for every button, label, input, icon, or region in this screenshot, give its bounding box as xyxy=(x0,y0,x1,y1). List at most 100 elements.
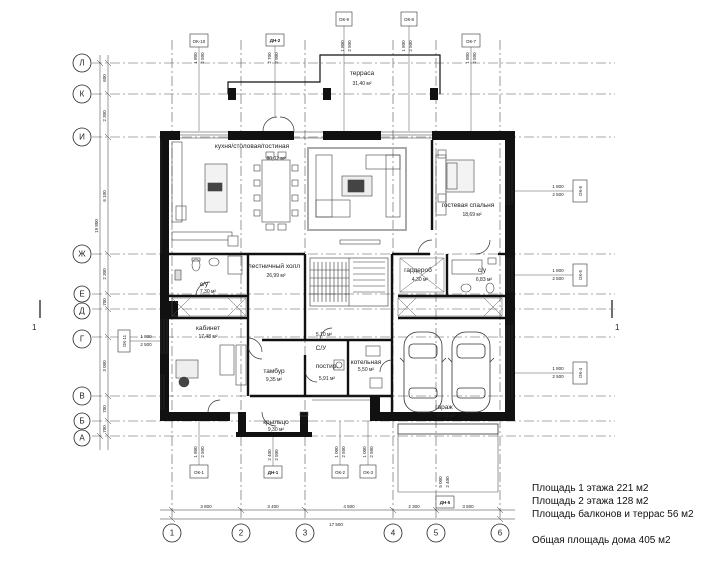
door-swings xyxy=(195,116,491,427)
door-tag: ДН-2 xyxy=(270,38,281,43)
window-size: 2 500 xyxy=(140,342,152,347)
column-axis-markers: 1 2 3 4 5 6 xyxy=(162,523,510,543)
section-marks xyxy=(39,300,613,318)
room-name-garage: гараж xyxy=(435,404,453,411)
exterior-walls xyxy=(160,131,515,437)
window-size: 1 800 xyxy=(140,334,152,339)
room-name-wc1: с/у xyxy=(200,281,209,288)
window-size: 2 500 xyxy=(200,52,205,64)
room-area-porch: 9,30 м² xyxy=(268,427,285,433)
room-name-laundry: постир. xyxy=(316,363,339,370)
window-tag: ОК-10 xyxy=(193,39,206,44)
bathroom-fixtures xyxy=(174,255,497,294)
garage-door xyxy=(397,423,499,435)
room-area-wc1: 7,30 м² xyxy=(200,289,217,295)
window-size: 2 500 xyxy=(274,449,279,461)
window-size: 2 500 xyxy=(341,446,346,458)
room-name-terrace: терраса xyxy=(350,70,375,77)
window-tag: ОК-4 xyxy=(578,367,583,378)
summary-total: Общая площадь дома 405 м2 xyxy=(532,535,671,546)
window-size: 2 500 xyxy=(408,40,413,52)
window-size: 2 400 xyxy=(267,449,272,461)
window-size: 1 800 xyxy=(193,446,198,458)
door-tag: ДН-1 xyxy=(268,470,279,475)
room-name-wc2: с/у xyxy=(478,267,487,274)
window-tag: ОК-6 xyxy=(578,185,583,196)
axis-row-label: Г xyxy=(80,335,85,344)
window-size: 1 800 xyxy=(401,40,406,52)
window-size: 2 500 xyxy=(369,446,374,458)
dim-label: 2 300 xyxy=(102,268,107,280)
axis-col-label: 3 xyxy=(303,529,308,538)
room-labels: кухня/столовая/гостиная 80,02 м² гостева… xyxy=(196,143,495,433)
door-tag: ДН-5 xyxy=(440,500,451,505)
window-tag: ОК-2 xyxy=(335,470,346,475)
room-area-boiler: 5,50 м² xyxy=(358,367,375,373)
garage-cars xyxy=(399,331,495,413)
dim-label: 600 xyxy=(102,74,107,82)
room-name-bedroom: гостевая спальня xyxy=(442,202,495,209)
dim-label: 700 xyxy=(102,405,107,413)
room-area-corridor: 5,10 м² xyxy=(316,332,333,338)
room-name-kitchen: кухня/столовая/гостиная xyxy=(215,143,290,150)
room-name-wardrobe: гардероб xyxy=(404,266,432,274)
room-area-vestibule: 9,35 м² xyxy=(266,377,283,383)
axis-row-label: К xyxy=(80,90,85,99)
dim-label: 3 800 xyxy=(200,504,212,509)
room-name-boiler: котельная xyxy=(351,359,382,366)
room-area-kitchen: 80,02 м² xyxy=(266,156,285,162)
window-size: 2 500 xyxy=(552,374,564,379)
section-mark-right: 1 xyxy=(615,323,620,332)
dimension-lines xyxy=(96,55,515,523)
window-size: 1 800 xyxy=(552,184,564,189)
room-area-garage: 85,31 м² xyxy=(436,413,455,419)
axis-row-label: Е xyxy=(79,290,84,299)
window-size: 2 500 xyxy=(552,192,564,197)
window-tag: ОК-3 xyxy=(363,470,374,475)
window-size: 2 700 xyxy=(267,52,272,64)
room-area-wc2: 6,83 м² xyxy=(476,277,493,283)
window-size: 2 500 xyxy=(200,446,205,458)
row-axis-markers: Л К И Ж Е Д Г В Б А xyxy=(72,53,92,447)
room-area-study: 17,48 м² xyxy=(198,334,217,340)
driveway-outline xyxy=(397,434,499,493)
axis-col-label: 1 xyxy=(170,529,175,538)
room-name-small-wc: С/У xyxy=(316,345,328,352)
terrace-pillar xyxy=(323,88,331,100)
window-size: 2 400 xyxy=(445,476,450,488)
staircase xyxy=(309,257,389,307)
room-name-hall: лестничный холл xyxy=(248,262,300,270)
window-tag: ОК-11 xyxy=(122,334,127,347)
axis-row-label: А xyxy=(79,434,85,443)
window-size: 1 800 xyxy=(552,268,564,273)
axis-col-label: 4 xyxy=(391,529,396,538)
terrace-outline xyxy=(227,54,441,94)
window-size: 1 000 xyxy=(362,446,367,458)
room-area-hall: 26,99 м² xyxy=(266,273,285,279)
axis-row-label: И xyxy=(79,133,85,142)
dimension-labels: 3 800 3 400 4 500 2 300 3 500 17 500 600… xyxy=(94,74,474,527)
window-size: 2 500 xyxy=(472,52,477,64)
window-tag: ОК-1 xyxy=(194,470,205,475)
dim-label: 700 xyxy=(102,425,107,433)
summary-floor2: Площадь 2 этажа 128 м2 xyxy=(532,496,649,507)
axis-col-label: 2 xyxy=(239,529,244,538)
kitchen-furniture xyxy=(171,141,299,247)
storage-hatching xyxy=(171,257,503,417)
room-name-study: кабинет xyxy=(196,324,220,332)
room-area-bedroom: 18,69 м² xyxy=(462,212,481,218)
dim-label: 4 500 xyxy=(343,504,355,509)
dim-label: 2 300 xyxy=(408,504,420,509)
terrace-pillar xyxy=(228,88,236,100)
window-tag: ОК-8 xyxy=(404,17,415,22)
bedroom-furniture xyxy=(435,149,475,216)
window-glazing xyxy=(160,131,513,414)
window-size: 5 000 xyxy=(438,476,443,488)
dim-label: 3 400 xyxy=(267,504,279,509)
study-furniture xyxy=(175,344,247,388)
dim-label: 3 500 xyxy=(462,504,474,509)
living-furniture xyxy=(307,147,407,245)
window-size: 1 800 xyxy=(193,52,198,64)
window-tag: ОК-9 xyxy=(339,17,350,22)
